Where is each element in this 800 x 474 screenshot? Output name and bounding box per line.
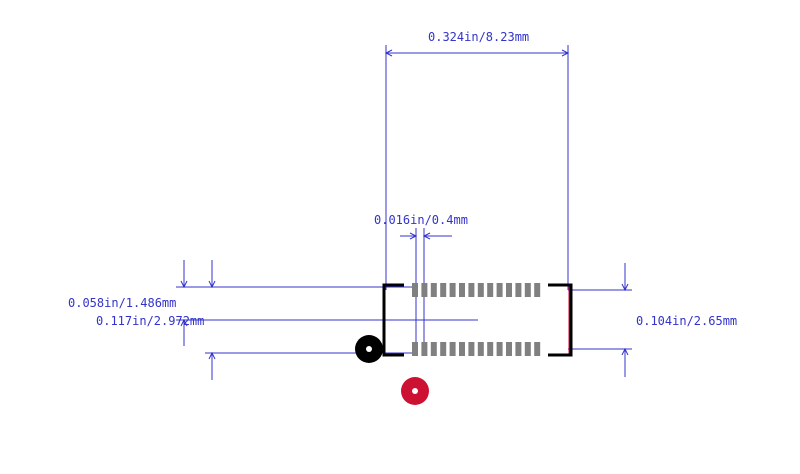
pad-top [496, 283, 503, 297]
pad-bottom [412, 342, 418, 356]
pad-row-top [412, 283, 541, 297]
pad-top [524, 283, 531, 297]
width-arrow-left [384, 49, 393, 57]
row-span-arrow-bottom [208, 351, 216, 360]
pad-length-arrow-top [180, 280, 188, 289]
pad-top [468, 283, 475, 297]
pad-bottom [449, 342, 456, 356]
origin-marker [401, 377, 429, 405]
pad-length-label: 0.058in/1.486mm [68, 296, 176, 310]
pitch-label: 0.016in/0.4mm [374, 213, 468, 227]
pad-top [459, 283, 465, 297]
pin1-marker [355, 335, 383, 363]
pad-bottom [477, 342, 484, 356]
body-height-arrow-top [621, 283, 629, 292]
body-height-arrow-bottom [621, 347, 629, 356]
pad-top [515, 283, 522, 297]
pad-top [412, 283, 418, 297]
width-label: 0.324in/8.23mm [428, 30, 529, 44]
pad-top [506, 283, 512, 297]
pad-top [487, 283, 494, 297]
pad-bottom [487, 342, 494, 356]
pad-top [421, 283, 428, 297]
outline-top-left [382, 283, 404, 357]
pad-top [477, 283, 484, 297]
pad-row-bottom [412, 342, 541, 356]
pitch-arrow-left [409, 232, 418, 240]
width-arrow-right [561, 49, 570, 57]
pad-bottom [440, 342, 447, 356]
pad-bottom [524, 342, 531, 356]
pad-bottom [421, 342, 428, 356]
pad-bottom [459, 342, 465, 356]
row-span-arrow-top [208, 280, 216, 289]
pad-bottom [506, 342, 512, 356]
row-span-label: 0.117in/2.972mm [96, 314, 204, 328]
pad-bottom [430, 342, 437, 356]
pad-bottom [496, 342, 503, 356]
outline-right [548, 283, 573, 357]
pad-bottom [534, 342, 541, 356]
pad-top [534, 283, 541, 297]
pad-top [440, 283, 447, 297]
pad-bottom [468, 342, 475, 356]
pad-top [449, 283, 456, 297]
pad-length-arrow-bottom [180, 318, 188, 327]
silkscreen-outline [382, 283, 573, 357]
pad-top [430, 283, 437, 297]
pad-bottom [515, 342, 522, 356]
body-height-label: 0.104in/2.65mm [636, 314, 737, 328]
pitch-arrow-right [422, 232, 431, 240]
